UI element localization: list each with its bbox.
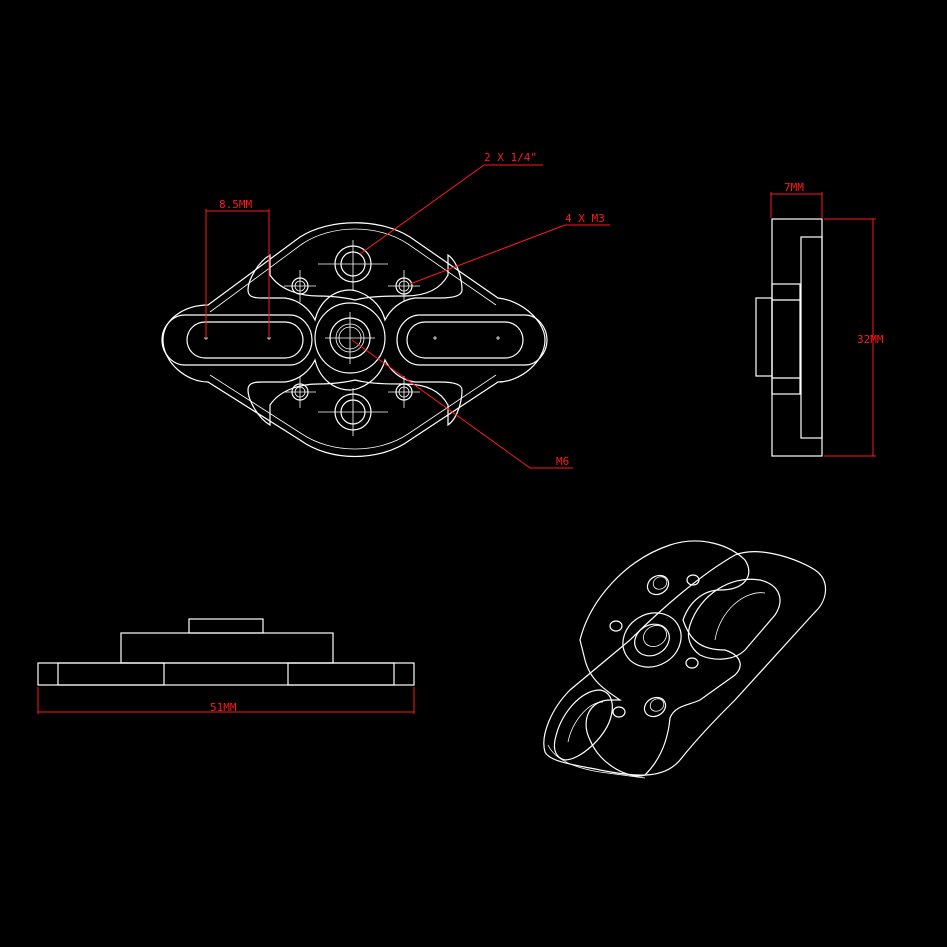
m3-hole-top-left xyxy=(284,270,316,302)
isometric-view xyxy=(543,540,827,779)
right-slot xyxy=(406,321,524,359)
left-slot xyxy=(186,321,304,359)
m3-hole-bottom-left xyxy=(284,376,316,408)
label-m6: M6 xyxy=(556,455,569,468)
label-height: 32MM xyxy=(857,333,884,346)
m3-hole-bottom-right xyxy=(388,376,420,408)
label-m3-holes: 4 X M3 xyxy=(565,212,605,225)
quarter-inch-hole-top xyxy=(318,240,388,290)
lower-pocket xyxy=(247,358,463,427)
center-boss xyxy=(314,302,386,374)
right-slot-outer xyxy=(396,314,548,366)
dimension-leaders xyxy=(205,164,610,469)
plate-outline xyxy=(162,222,546,458)
side-view: 7MM 32MM xyxy=(755,181,884,457)
upper-pocket xyxy=(247,253,463,322)
label-width: 51MM xyxy=(210,701,237,714)
top-view: 2 X 1/4" 4 X M3 M6 8.5MM xyxy=(161,151,610,469)
left-slot-outer xyxy=(161,314,313,366)
quarter-inch-hole-bottom xyxy=(318,388,388,436)
label-thickness: 7MM xyxy=(784,181,804,194)
label-slot-spacing: 8.5MM xyxy=(219,198,252,211)
m3-hole-top-right xyxy=(388,270,420,302)
front-view: 51MM xyxy=(37,618,415,714)
label-quarter-holes: 2 X 1/4" xyxy=(484,151,537,164)
